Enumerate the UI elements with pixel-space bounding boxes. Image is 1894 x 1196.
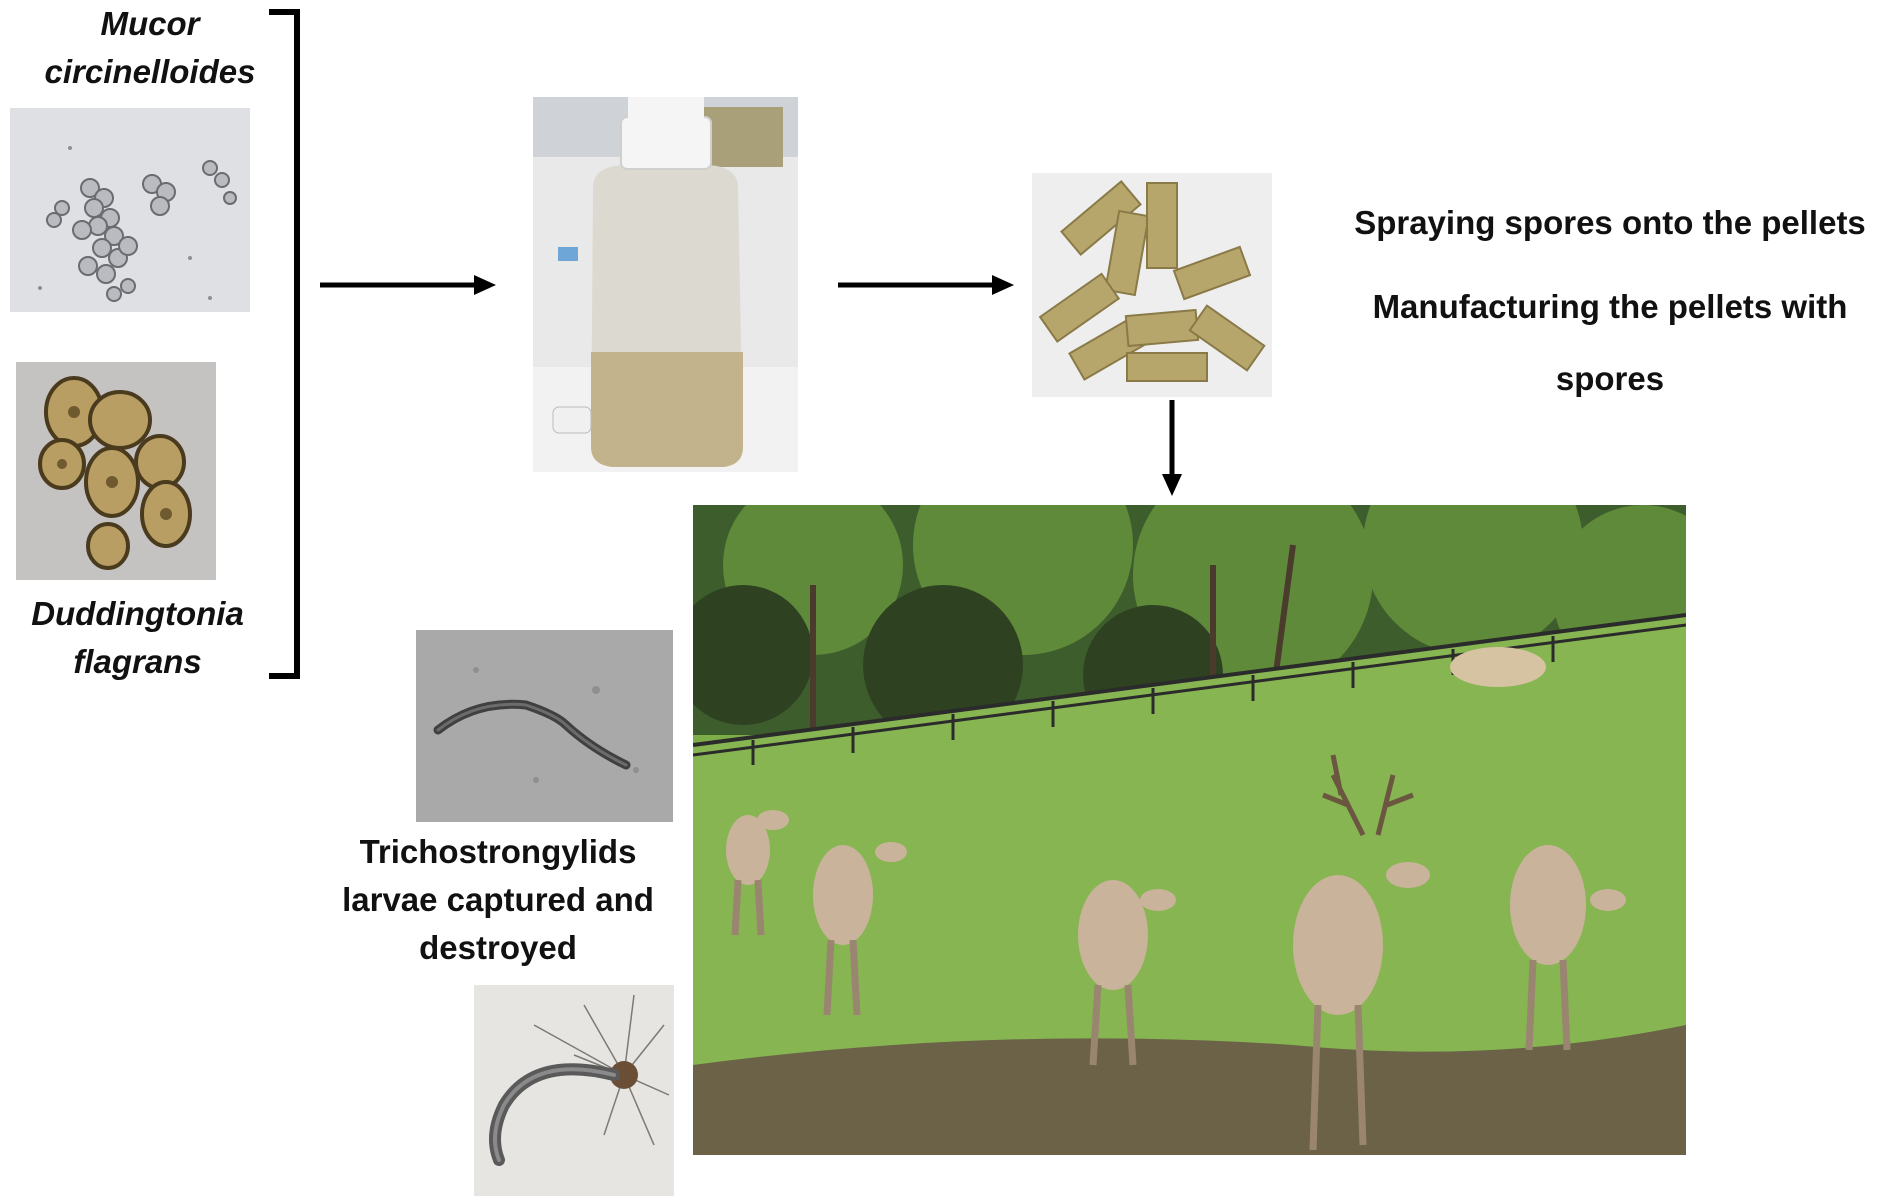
spraying-spores-label: Spraying spores onto the pellets — [1330, 199, 1890, 247]
manufacturing-pellets-line1: Manufacturing the pellets with — [1330, 271, 1890, 343]
larvae-caption-line3: destroyed — [318, 924, 678, 972]
mucor-label-line2: circinelloides — [10, 48, 290, 96]
duddingtonia-spores-photo — [16, 362, 216, 580]
arrow-to-deer — [1157, 398, 1187, 498]
mucor-label-line1: Mucor — [10, 0, 290, 48]
duddingtonia-label-line2: flagrans — [0, 638, 275, 686]
mucor-spores-photo — [10, 108, 250, 312]
manufacturing-pellets-label: Manufacturing the pellets with spores — [1330, 271, 1890, 415]
larvae-caption: Trichostrongylids larvae captured and de… — [318, 828, 678, 972]
larva-micrograph-2 — [474, 985, 674, 1196]
larvae-caption-line1: Trichostrongylids — [318, 828, 678, 876]
mucor-label: Mucor circinelloides — [10, 0, 290, 96]
manufacturing-pellets-line2: spores — [1330, 343, 1890, 415]
larva-micrograph-1 — [416, 630, 673, 822]
fungi-bracket — [265, 8, 305, 680]
spore-suspension-bottle-photo — [533, 97, 798, 472]
pellets-photo — [1032, 173, 1272, 397]
deer-pasture-photo — [693, 505, 1686, 1155]
duddingtonia-label: Duddingtonia flagrans — [0, 590, 275, 686]
duddingtonia-label-line1: Duddingtonia — [0, 590, 275, 638]
arrow-to-bottle — [318, 270, 498, 300]
arrow-to-pellets — [836, 270, 1016, 300]
larvae-caption-line2: larvae captured and — [318, 876, 678, 924]
